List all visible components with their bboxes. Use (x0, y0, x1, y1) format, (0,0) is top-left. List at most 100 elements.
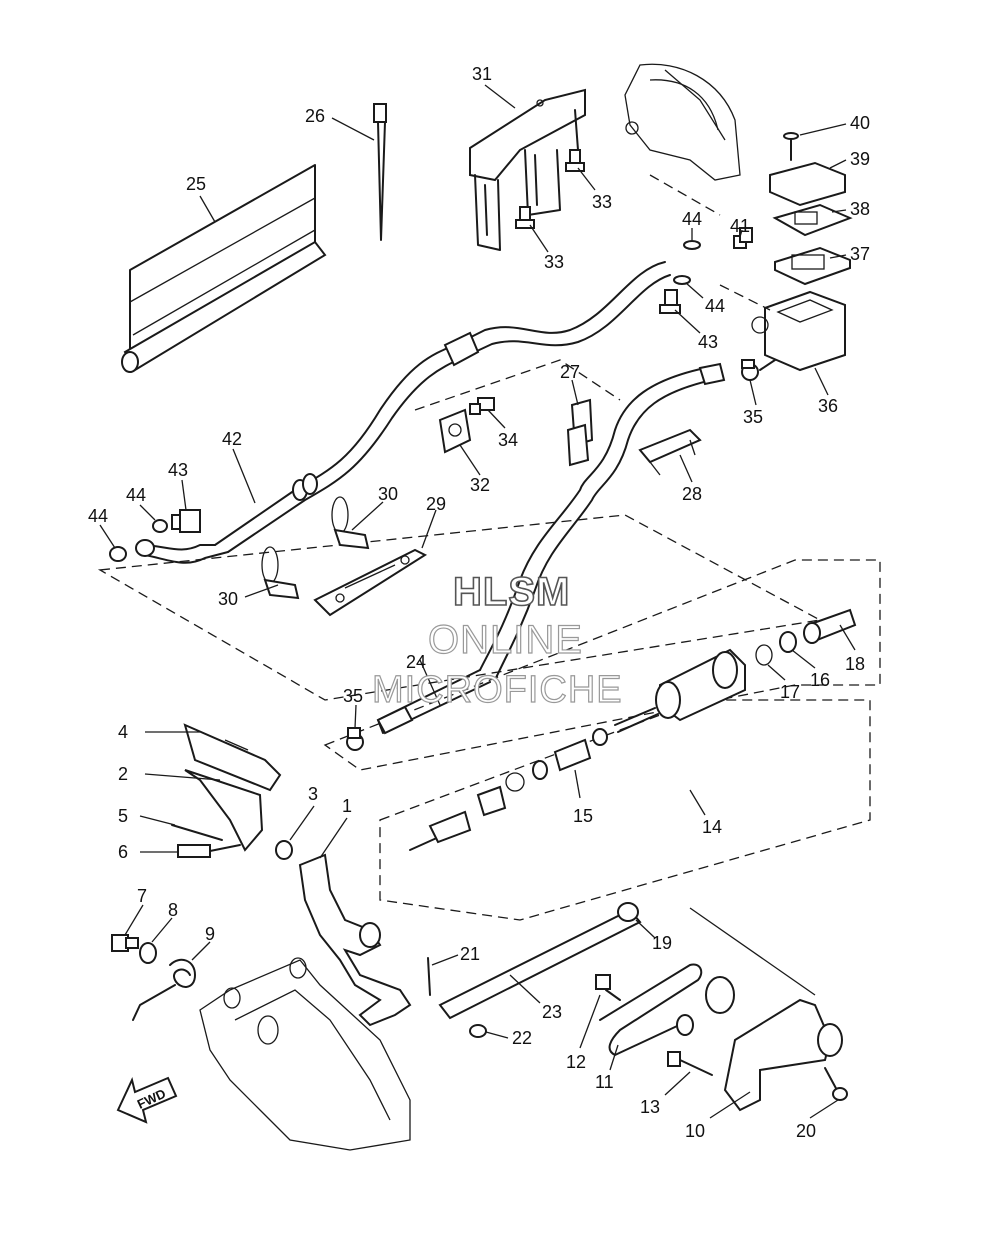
leader-25 (199, 195, 216, 223)
leader-44-upper2 (685, 282, 704, 299)
callout-34: 34 (498, 430, 518, 450)
reservoir-part-36 (751, 290, 846, 372)
bolt-part-12 (595, 974, 621, 1001)
leader-32 (459, 444, 481, 476)
rod-part-23 (438, 908, 642, 1020)
leader-44-left1 (139, 504, 156, 521)
callout-44-upper2: 44 (705, 296, 725, 316)
callout-26: 26 (305, 106, 325, 126)
screw-part-40 (783, 132, 799, 161)
callout-33a: 33 (592, 192, 612, 212)
bolt-part-7 (111, 934, 139, 952)
banjo-bolt-part-43-left (171, 509, 201, 533)
washer-part-44b (673, 275, 691, 285)
callout-19: 19 (652, 933, 672, 953)
clip-part-30-left (261, 546, 300, 600)
callout-18: 18 (845, 654, 865, 674)
bolt-part-33a (565, 149, 585, 172)
leader-43-upper (674, 309, 701, 334)
leader-16 (791, 649, 816, 669)
callout-30-right: 30 (378, 484, 398, 504)
pin-part-5 (171, 824, 223, 841)
reservoir-cap-part-39 (769, 161, 846, 207)
leader-14 (689, 789, 706, 816)
leader-9 (191, 941, 211, 961)
callout-30-left: 30 (218, 589, 238, 609)
leader-1 (319, 817, 348, 859)
callout-42: 42 (222, 429, 242, 449)
washer-part-44-left-2 (152, 519, 168, 533)
seal-part-16 (779, 631, 797, 653)
leader-35-lower (354, 704, 357, 729)
callout-41: 41 (730, 216, 750, 236)
master-cylinder-part-14 (655, 648, 746, 722)
group-outline-upper-bracket (414, 359, 621, 411)
callout-17: 17 (780, 682, 800, 702)
leader-21 (431, 954, 459, 966)
callout-43-upper: 43 (698, 332, 718, 352)
leader-3 (289, 805, 315, 841)
watermark-line-3: MICROFICHE (372, 669, 623, 711)
leader-19 (635, 919, 656, 939)
callout-35-upper: 35 (743, 407, 763, 427)
pin-part-21 (427, 957, 431, 996)
clamp-part-35-lower (346, 727, 364, 751)
washer-part-8 (139, 942, 157, 964)
leader-40 (799, 123, 847, 136)
lever-part-10 (676, 976, 843, 1112)
callout-16: 16 (810, 670, 830, 690)
leader-2 (144, 773, 221, 781)
leader-35-upper (749, 379, 757, 406)
reservoir-guide-line (719, 284, 771, 311)
callout-14: 14 (702, 817, 722, 837)
spring-part-11 (599, 963, 703, 1056)
group-outline-hose-clamps (97, 514, 822, 701)
frame-upper-right (624, 63, 741, 216)
leader-10 (709, 1091, 751, 1119)
fwd-arrow-icon: FWD (116, 1076, 178, 1124)
callout-29: 29 (426, 494, 446, 514)
bolt-part-20 (824, 1067, 848, 1101)
callout-38: 38 (850, 199, 870, 219)
callout-31: 31 (472, 64, 492, 84)
leader-18 (839, 624, 856, 651)
leader-20 (809, 1099, 839, 1119)
leader-34 (487, 409, 506, 429)
callout-27: 27 (560, 362, 580, 382)
spring-part-9 (132, 958, 196, 1021)
callout-28: 28 (682, 484, 702, 504)
leader-17 (767, 664, 786, 681)
clamp-part-28 (638, 428, 702, 476)
clamp-part-35-upper (741, 359, 759, 381)
hose-guide-part-29 (313, 548, 428, 617)
leader-26 (331, 117, 375, 141)
flag-cover-part-25 (121, 164, 327, 373)
callout-5: 5 (118, 806, 128, 826)
clip-part-30-right (331, 496, 370, 550)
callout-36: 36 (818, 396, 838, 416)
leader-24 (419, 659, 441, 706)
leader-28 (679, 454, 693, 483)
callout-7: 7 (137, 886, 147, 906)
leader-5 (139, 815, 176, 826)
callout-40: 40 (850, 113, 870, 133)
leader-44-left2 (99, 524, 116, 549)
group-outline-pedal-assembly (379, 699, 871, 921)
circlip-part-17 (755, 644, 773, 666)
callout-4: 4 (118, 722, 128, 742)
callout-21: 21 (460, 944, 480, 964)
callout-22: 22 (512, 1028, 532, 1048)
linkage-guide-line (689, 907, 816, 996)
callout-43-left: 43 (168, 460, 188, 480)
callout-35-lower: 35 (343, 686, 363, 706)
watermark-line-1: HLSM (453, 570, 570, 614)
callout-44-upper1: 44 (682, 209, 702, 229)
brake-hose-part-42 (135, 261, 671, 564)
collar-part-3 (275, 840, 293, 860)
leader-41 (739, 229, 743, 238)
bracket-part-31 (469, 88, 586, 251)
bolt-part-6 (177, 844, 241, 858)
leader-42 (232, 448, 256, 504)
diaphragm-part-37 (774, 246, 851, 286)
